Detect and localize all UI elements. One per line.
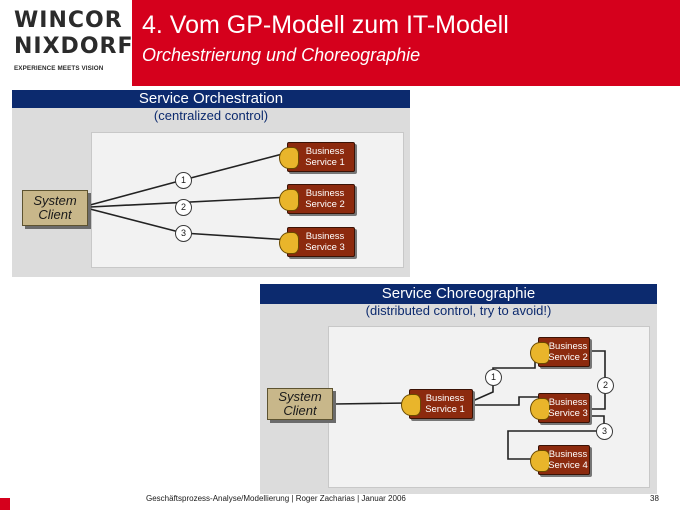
slide-title: 4. Vom GP-Modell zum IT-Modell (142, 11, 509, 39)
page-number: 38 (650, 494, 659, 503)
service-gear-icon (279, 232, 299, 254)
wincor-nixdorf-logo: WINCOR NIXDORF EXPERIENCE MEETS VISION (0, 0, 134, 86)
choreography-business-service-2: Business Service 2 (530, 337, 590, 367)
orchestration-business-service-1: Business Service 1 (279, 142, 355, 172)
choreography-step-3: 3 (596, 423, 613, 440)
service-gear-icon (401, 394, 421, 416)
service-label: Business Service 2 (548, 341, 588, 363)
choreography-subheader: (distributed control, try to avoid!) (365, 303, 552, 318)
service-gear-icon (530, 342, 550, 364)
service-gear-icon (279, 189, 299, 211)
choreography-header: Service Choreographie (260, 284, 657, 304)
service-label: Business Service 3 (305, 231, 345, 253)
service-gear-icon (530, 450, 550, 472)
footer-text: Geschäftsprozess-Analyse/Modellierung | … (146, 494, 406, 503)
service-gear-icon (279, 147, 299, 169)
orchestration-connectors (89, 151, 291, 241)
service-label: Business Service 1 (425, 393, 465, 415)
orchestration-step-3: 3 (175, 225, 192, 242)
service-label: Business Service 1 (305, 146, 345, 168)
choreography-business-service-1: Business Service 1 (401, 389, 473, 419)
logo-wordmark-line1: WINCOR (14, 8, 123, 33)
slide-subtitle: Orchestrierung und Choreographie (142, 45, 421, 65)
orchestration-header: Service Orchestration (12, 90, 410, 108)
choreography-step-2: 2 (597, 377, 614, 394)
title-banner: 4. Vom GP-Modell zum IT-Modell Orchestri… (132, 0, 680, 86)
choreography-business-service-3: Business Service 3 (530, 393, 590, 423)
choreography-business-service-4: Business Service 4 (530, 445, 590, 475)
service-gear-icon (530, 398, 550, 420)
orchestration-step-2: 2 (175, 199, 192, 216)
choreography-step-1: 1 (485, 369, 502, 386)
footer-red-marker (0, 498, 10, 510)
orchestration-business-service-2: Business Service 2 (279, 184, 355, 214)
orchestration-system-client: System Client (22, 190, 88, 226)
orchestration-business-service-3: Business Service 3 (279, 227, 355, 257)
service-label: Business Service 3 (548, 397, 588, 419)
logo-tagline: EXPERIENCE MEETS VISION (14, 65, 104, 72)
service-label: Business Service 2 (305, 188, 345, 210)
orchestration-subheader: (centralized control) (153, 108, 269, 123)
logo-wordmark-line2: NIXDORF (14, 34, 134, 59)
orchestration-step-1: 1 (175, 172, 192, 189)
service-label: Business Service 4 (548, 449, 588, 471)
choreography-system-client: System Client (267, 388, 333, 420)
